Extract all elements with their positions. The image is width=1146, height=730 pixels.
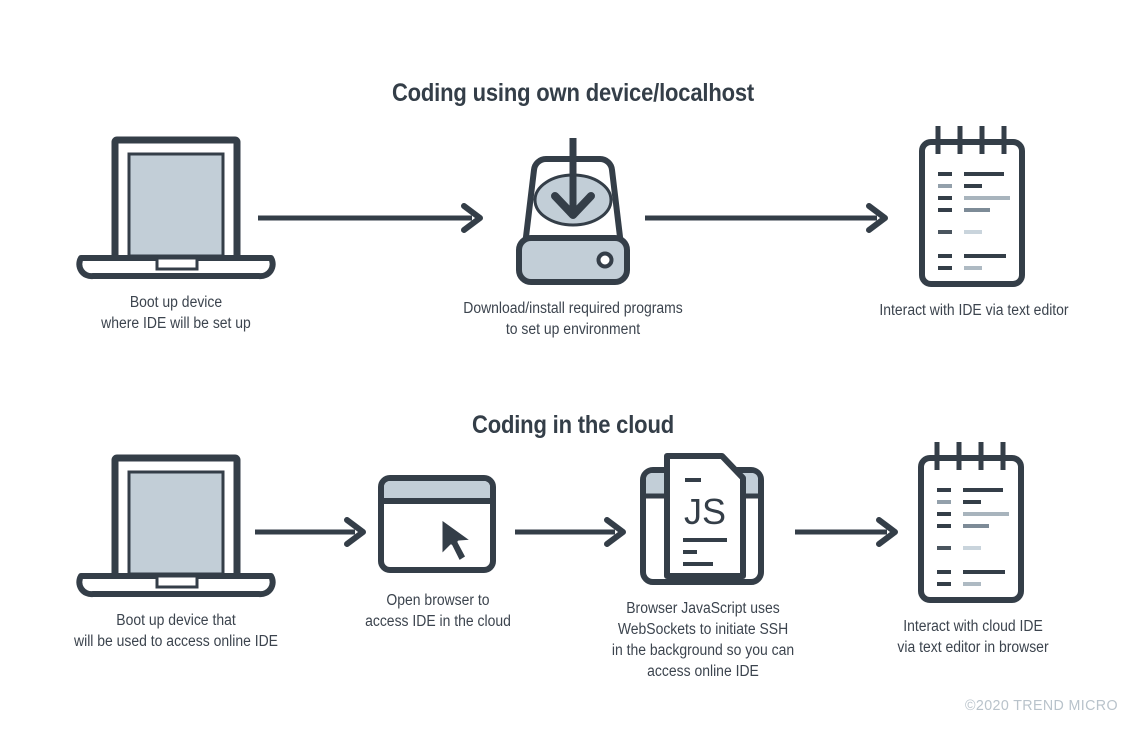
step-interact-cloud-ide: Interact with cloud IDE via text editor … (848, 440, 1098, 658)
browser-cursor-icon (373, 472, 503, 582)
step-caption: Interact with cloud IDE via text editor … (897, 618, 1049, 656)
step-boot-device: Boot up device where IDE will be set up (48, 134, 304, 334)
step-websockets-ssh: JS Browser JavaScript uses WebSockets to… (592, 448, 814, 682)
row-cloud: Boot up device that will be used to acce… (0, 442, 1146, 690)
arrow-right (255, 517, 375, 547)
notepad-icon (914, 124, 1034, 292)
arrow-right (645, 203, 895, 233)
step-interact-ide: Interact with IDE via text editor (830, 124, 1118, 321)
js-file-label: JS (684, 491, 726, 532)
laptop-icon (71, 134, 281, 284)
step-caption: Boot up device where IDE will be set up (101, 294, 251, 332)
row-localhost: Boot up device where IDE will be set up (0, 120, 1146, 350)
step-caption: Boot up device that will be used to acce… (74, 612, 278, 650)
step-caption: Open browser to access IDE in the cloud (365, 592, 511, 630)
arrow-right (515, 517, 635, 547)
notepad-icon (913, 440, 1033, 608)
step-open-browser: Open browser to access IDE in the cloud (338, 472, 538, 632)
step-download-install: Download/install required programs to se… (420, 130, 726, 340)
step-caption: Download/install required programs to se… (463, 300, 683, 338)
copyright-notice: ©2020 TREND MICRO (965, 697, 1118, 714)
step-caption: Interact with IDE via text editor (879, 302, 1069, 319)
laptop-icon (71, 452, 281, 602)
arrow-right (258, 203, 490, 233)
step-boot-device-cloud: Boot up device that will be used to acce… (48, 452, 304, 652)
hard-drive-download-icon (493, 130, 653, 290)
arrow-right (795, 517, 907, 547)
section-title-cloud: Coding in the cloud (472, 411, 674, 439)
step-caption: Browser JavaScript uses WebSockets to in… (611, 600, 795, 680)
js-file-browser-icon: JS (633, 448, 773, 590)
section-title-localhost: Coding using own device/localhost (391, 79, 755, 107)
